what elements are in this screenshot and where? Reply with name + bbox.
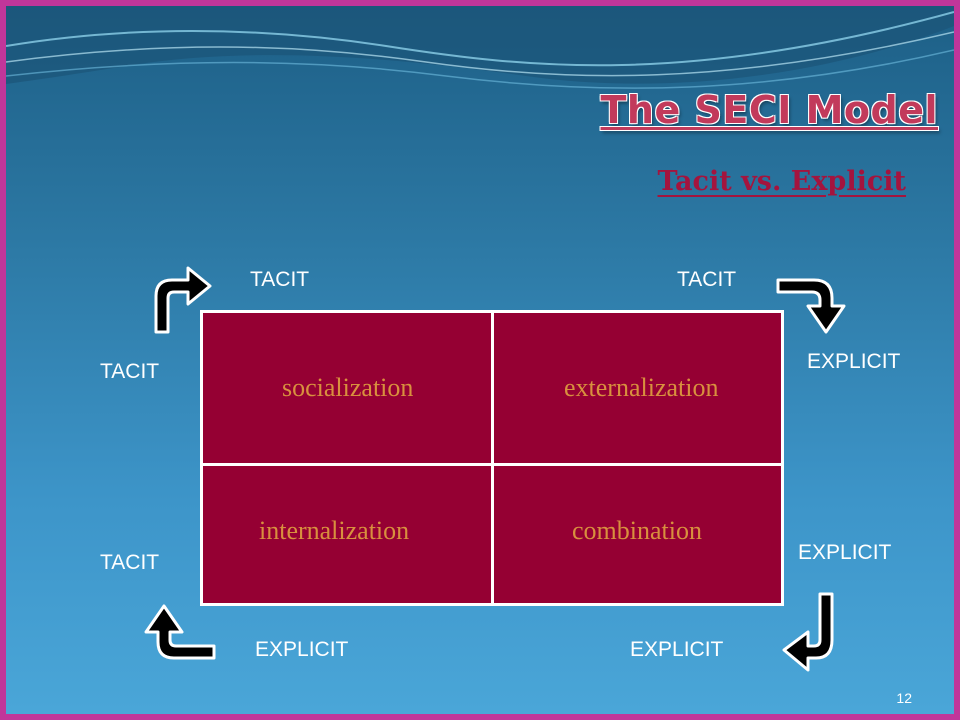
quadrant-label: socialization bbox=[282, 373, 414, 402]
page-number: 12 bbox=[896, 690, 912, 706]
quadrant-externalization: externalization bbox=[494, 313, 781, 463]
label-bottom-right-explicit: EXPLICIT bbox=[630, 638, 724, 661]
label-right-lower-explicit: EXPLICIT bbox=[798, 541, 892, 564]
label-top-left-tacit: TACIT bbox=[250, 268, 310, 291]
quadrant-label: combination bbox=[572, 516, 702, 545]
matrix-horizontal-divider bbox=[203, 463, 781, 466]
quadrant-combination: combination bbox=[494, 466, 781, 603]
quadrant-label: internalization bbox=[259, 516, 410, 545]
curved-arrow-down-left-icon bbox=[782, 592, 834, 672]
quadrant-socialization: socialization bbox=[203, 313, 491, 463]
curved-arrow-down-right-icon bbox=[776, 278, 846, 334]
curved-arrow-left-up-icon bbox=[144, 604, 216, 660]
label-left-upper-tacit: TACIT bbox=[100, 360, 160, 383]
quadrant-internalization: internalization bbox=[203, 466, 491, 603]
slide: The SECI Model Tacit vs. Explicit TACIT … bbox=[6, 6, 954, 714]
curved-arrow-up-icon bbox=[154, 266, 212, 334]
label-right-upper-explicit: EXPLICIT bbox=[807, 350, 901, 373]
wave-decoration bbox=[6, 6, 954, 89]
slide-title: The SECI Model bbox=[600, 88, 938, 132]
slide-subtitle: Tacit vs. Explicit bbox=[657, 166, 907, 197]
label-top-right-tacit: TACIT bbox=[677, 268, 737, 291]
label-left-lower-tacit: TACIT bbox=[100, 551, 160, 574]
label-bottom-left-explicit: EXPLICIT bbox=[255, 638, 349, 661]
quadrant-label: externalization bbox=[564, 373, 719, 402]
matrix-vertical-divider bbox=[491, 313, 494, 603]
seci-matrix: socialization externalization internaliz… bbox=[200, 310, 784, 606]
